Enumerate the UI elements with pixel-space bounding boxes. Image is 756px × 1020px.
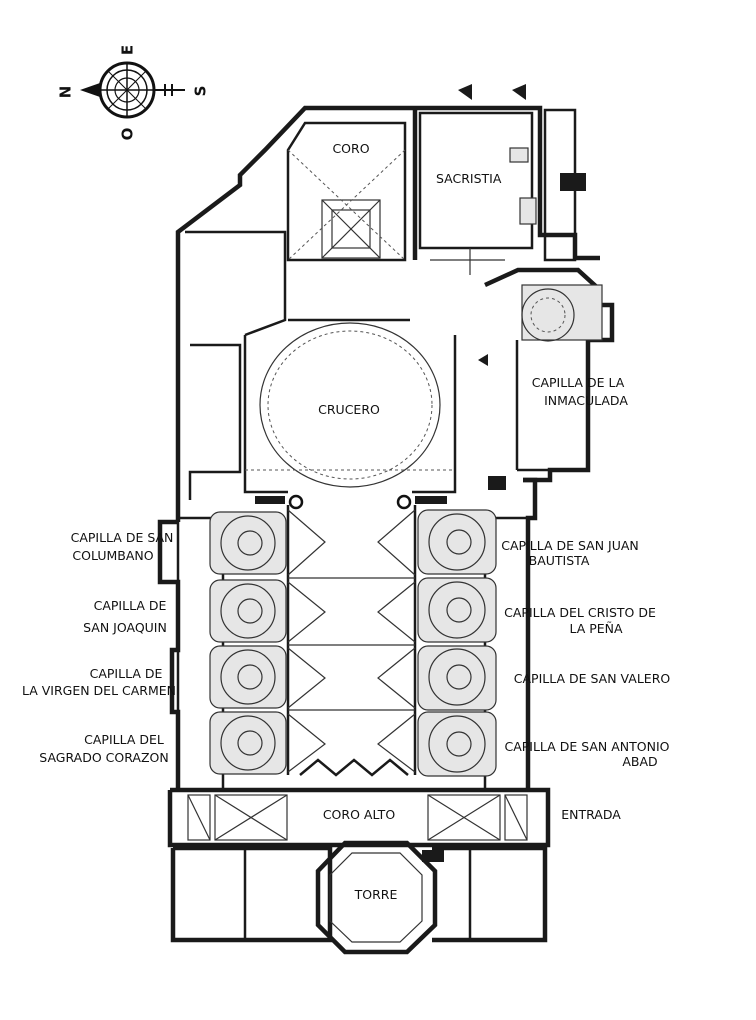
label-capilla-sagrado-corazon-2: SAGRADO CORAZON bbox=[39, 750, 168, 765]
crucero-crossing bbox=[243, 318, 457, 510]
label-capilla-san-joaquin-1: CAPILLA DE bbox=[94, 598, 167, 613]
label-capilla-inmaculada-2: INMACULADA bbox=[544, 393, 628, 408]
compass-s: S bbox=[192, 86, 210, 97]
capilla-inmaculada-annex bbox=[478, 267, 615, 490]
compass-n: N bbox=[57, 86, 75, 99]
label-capilla-sagrado-corazon-1: CAPILLA DEL bbox=[84, 732, 164, 747]
left-chapels bbox=[176, 511, 287, 792]
label-capilla-cristo-pena-2: LA PEÑA bbox=[569, 621, 623, 636]
nave bbox=[286, 505, 417, 777]
label-capilla-san-columbano-1: CAPILLA DE SAN bbox=[71, 530, 174, 545]
label-capilla-inmaculada-1: CAPILLA DE LA bbox=[532, 375, 625, 390]
label-capilla-san-valero: CAPILLA DE SAN VALERO bbox=[514, 671, 671, 686]
coro-alto-vaults bbox=[187, 794, 528, 940]
label-capilla-san-antonio-2: ABAD bbox=[622, 754, 657, 769]
label-coro-alto: CORO ALTO bbox=[323, 807, 395, 822]
compass-rose-icon: N E S O bbox=[57, 45, 210, 141]
label-sacristia: SACRISTIA bbox=[436, 171, 502, 186]
label-capilla-san-juan-2: BAUTISTA bbox=[529, 553, 590, 568]
compass-o: O bbox=[119, 128, 137, 141]
label-entrada: ENTRADA bbox=[561, 807, 621, 822]
label-crucero: CRUCERO bbox=[318, 402, 380, 417]
room-labels: CORO SACRISTIA CRUCERO CAPILLA DE LA INM… bbox=[22, 141, 670, 902]
label-coro: CORO bbox=[332, 141, 369, 156]
right-chapels bbox=[417, 509, 530, 792]
label-capilla-san-columbano-2: COLUMBANO bbox=[72, 548, 153, 563]
label-capilla-cristo-pena-1: CAPILLA DEL CRISTO DE bbox=[504, 605, 656, 620]
label-capilla-san-joaquin-2: SAN JOAQUIN bbox=[83, 620, 167, 635]
label-capilla-san-juan-1: CAPILLA DE SAN JUAN bbox=[501, 538, 639, 553]
coro-room bbox=[286, 121, 407, 262]
compass-e: E bbox=[119, 45, 137, 55]
sacristia-room bbox=[415, 84, 600, 275]
label-capilla-san-antonio-1: CAPILLA DE SAN ANTONIO bbox=[504, 739, 669, 754]
label-capilla-virgen-carmen-1: CAPILLA DE bbox=[90, 666, 163, 681]
label-capilla-virgen-carmen-2: LA VIRGEN DEL CARMEN bbox=[22, 683, 176, 698]
label-torre: TORRE bbox=[354, 887, 398, 902]
